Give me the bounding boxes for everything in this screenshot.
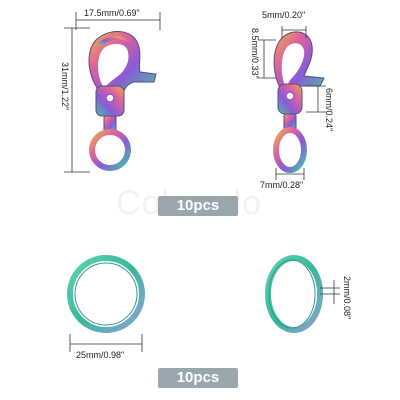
dim-ring-diameter: 25mm/0.98" <box>69 334 143 360</box>
dim-clasp-length: 31mm/1.22" <box>60 27 90 173</box>
quantity-badge-rings: 10pcs <box>158 368 238 388</box>
side-rivet <box>285 91 295 101</box>
dim-bail-width: 6mm/0.24" <box>306 85 334 131</box>
dim-gate-opening-label: 5mm/0.20" <box>262 10 305 20</box>
dim-head-height: 8.5mm/0.33" <box>250 28 276 79</box>
clasp-front-view <box>88 31 157 171</box>
clasp-ring <box>89 129 131 171</box>
quantity-badge-clasps: 10pcs <box>158 196 238 216</box>
dim-clasp-length-label: 31mm/1.22" <box>60 62 70 110</box>
dim-head-height-label: 8.5mm/0.33" <box>250 28 260 79</box>
dim-gate-opening: 5mm/0.20" <box>262 10 307 38</box>
dim-clasp-width: 17.5mm/0.69" <box>75 8 161 30</box>
side-ring <box>273 127 307 173</box>
side-hook-opening <box>281 43 305 88</box>
dim-bail-width-label: 6mm/0.24" <box>324 88 334 131</box>
dim-swivel-ring-width-label: 7mm/0.28" <box>260 180 303 190</box>
dim-clasp-width-label: 17.5mm/0.69" <box>84 8 140 18</box>
clasp-rivet <box>105 93 115 103</box>
dim-ring-thickness: 2mm/0.08" <box>320 276 352 319</box>
split-ring-side <box>265 255 323 333</box>
clasp-gate <box>98 36 130 46</box>
dim-ring-thickness-label: 2mm/0.08" <box>342 276 352 319</box>
clasp-side-view <box>273 31 325 173</box>
dim-swivel-ring-width: 7mm/0.28" <box>260 168 305 190</box>
split-ring-front <box>67 255 145 333</box>
dim-ring-diameter-label: 25mm/0.98" <box>76 350 124 360</box>
clasp-hook-opening <box>98 43 129 88</box>
